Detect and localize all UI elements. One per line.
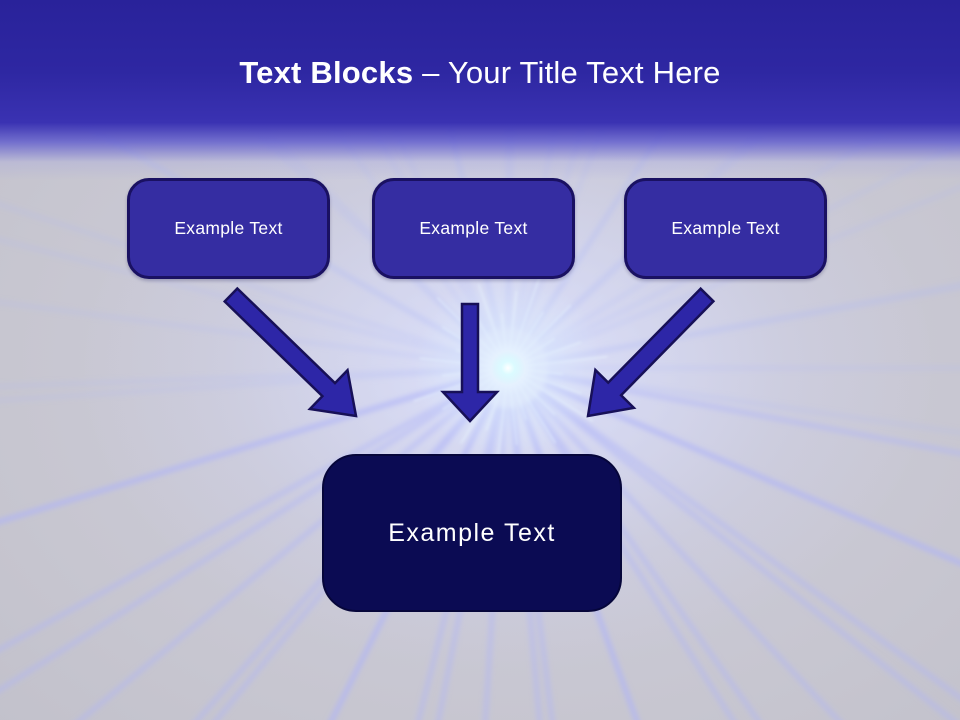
- glow-core: [491, 351, 525, 385]
- top-box-1: Example Text: [127, 178, 330, 279]
- top-box-2-label: Example Text: [419, 218, 528, 238]
- header-band: [0, 0, 960, 180]
- top-box-3-label: Example Text: [671, 218, 780, 238]
- title-regular-text: Your Title Text Here: [447, 55, 721, 90]
- top-box-2: Example Text: [372, 178, 575, 279]
- title-bold-text: Text Blocks: [239, 55, 414, 90]
- top-box-3: Example Text: [624, 178, 827, 279]
- top-box-1-label: Example Text: [174, 218, 283, 238]
- slide-title: Text Blocks – Your Title Text Here: [0, 54, 960, 92]
- center-box: Example Text: [322, 454, 622, 612]
- title-separator: –: [422, 55, 440, 90]
- center-box-label: Example Text: [388, 518, 556, 547]
